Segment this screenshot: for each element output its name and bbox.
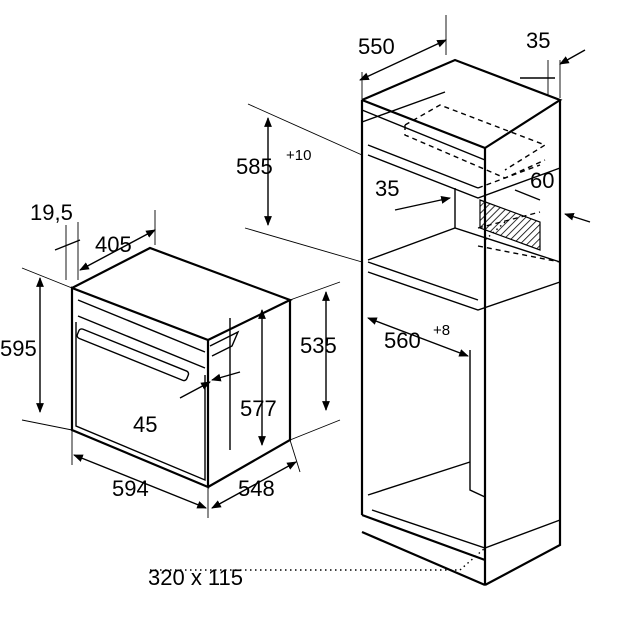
cabinet-right-side: [484, 100, 562, 586]
dim-line-handle-right: [211, 371, 241, 382]
ext-cab-panel: [547, 60, 561, 98]
label-niche-width: 560: [384, 328, 421, 353]
oven-handle: [76, 328, 190, 382]
ext-cab-depth: [361, 15, 447, 100]
label-vent-height-tol: +10: [286, 147, 311, 164]
label-oven-depth: 548: [238, 476, 275, 501]
cabinet-plinth: [371, 509, 561, 549]
label-shelf-height: 60: [530, 168, 554, 193]
oven-control-panel: [77, 299, 206, 369]
dimension-lines: [21, 15, 591, 518]
label-cab-panel: 35: [526, 28, 550, 53]
label-shelf-depth: 35: [375, 176, 399, 201]
upper-shelf: [367, 144, 561, 199]
dim-line-cab-depth: [359, 39, 447, 81]
ext-oven-depth: [289, 439, 301, 473]
cabinet-top-panel: [361, 91, 486, 161]
cabinet-lower-interior: [367, 461, 471, 496]
dim-line-shelf-height-right: [564, 212, 591, 223]
label-oven-front: 19,5: [30, 200, 73, 225]
label-oven-body-height: 535: [300, 333, 337, 358]
dim-line-oven-depth: [211, 461, 297, 509]
label-door-height: 577: [240, 396, 277, 421]
ext-oven-top: [65, 210, 156, 280]
cabinet-top-left: [361, 58, 563, 149]
removed-shelf-dashed: [404, 104, 547, 179]
oven: [70, 246, 293, 489]
cabinet-back-edge: [454, 188, 486, 498]
dim-line-handle-left: [179, 381, 211, 399]
ext-oven-body-height: [289, 281, 341, 441]
label-niche-width-tol: +8: [433, 322, 450, 339]
vent-block-hatched: [479, 199, 541, 251]
dim-line-shelf-height: [514, 189, 541, 201]
label-handle: 45: [133, 412, 157, 437]
vent-guide-dotted: [150, 221, 506, 571]
label-cab-depth: 550: [358, 34, 395, 59]
label-oven-top-depth: 405: [95, 232, 132, 257]
label-vent-opening: 320 x 115: [148, 565, 243, 590]
mid-shelf: [367, 261, 561, 311]
ext-vent-height: [244, 103, 363, 263]
oven-side: [207, 300, 292, 488]
dim-line-oven-width: [73, 454, 207, 509]
oven-front: [70, 286, 210, 489]
oven-door: [75, 322, 206, 482]
dim-line-oven-top-depth: [79, 229, 156, 271]
tall-cabinet: [150, 58, 563, 587]
cabinet-bottom: [361, 513, 486, 587]
dim-line-cab-panel-right: [559, 49, 586, 65]
label-vent-height: 585: [236, 154, 273, 179]
label-oven-width: 594: [112, 476, 149, 501]
dim-line-niche-width: [367, 317, 469, 357]
dim-line-oven-front: [54, 239, 81, 251]
ext-oven-width: [71, 430, 209, 518]
dim-line-shelf-depth: [394, 196, 451, 211]
ext-oven-height: [21, 267, 73, 431]
label-oven-height: 595: [0, 336, 37, 361]
oven-knob: [209, 330, 240, 357]
